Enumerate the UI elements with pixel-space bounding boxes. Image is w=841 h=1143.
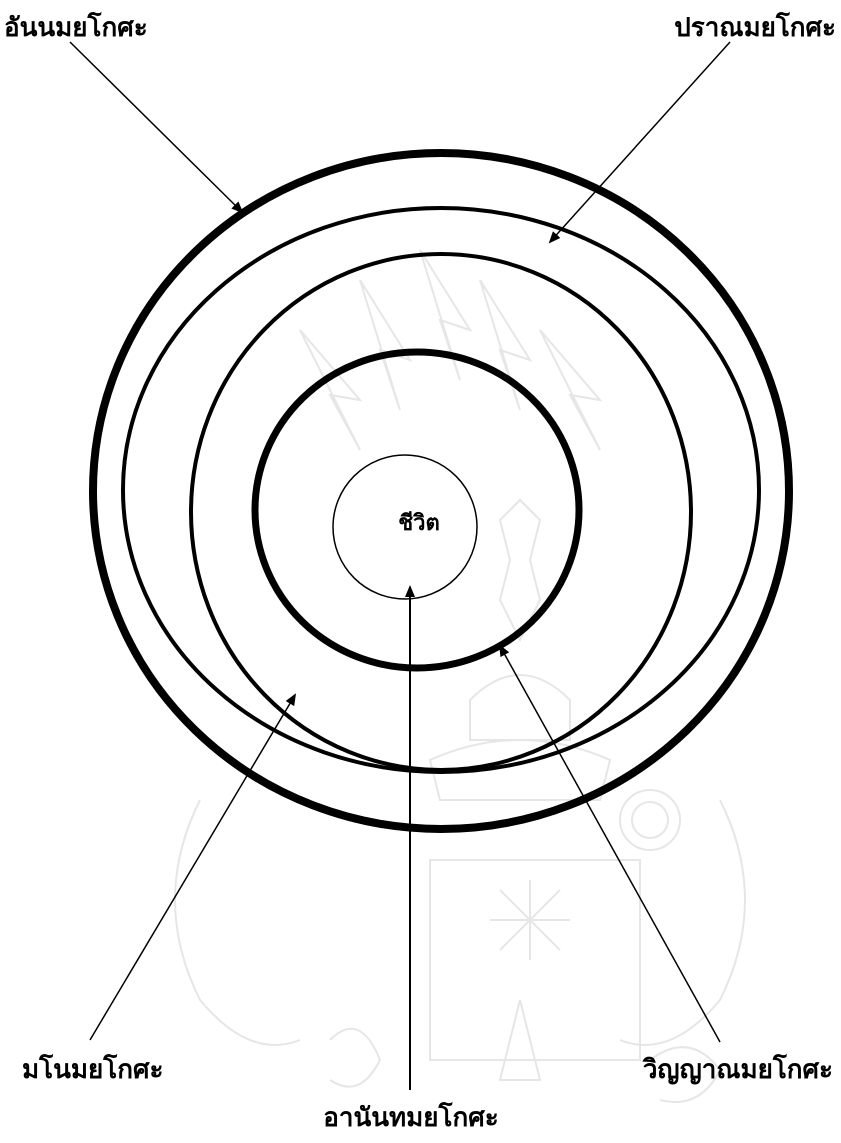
vijnanamaya-label: วิญญาณมยโกศะ	[642, 1053, 833, 1085]
center-label: ชีวิต	[398, 510, 440, 536]
pranamaya-ring	[123, 208, 759, 772]
annamaya-arrow	[70, 42, 242, 212]
manomaya-ring	[191, 254, 691, 770]
pranamaya-label: ปราณมยโกศะ	[674, 11, 836, 43]
manomaya-arrow	[90, 695, 295, 1040]
watermark-emblem	[175, 250, 745, 1102]
vijnanamaya-arrow	[500, 646, 720, 1042]
annamaya-label: อันนมยโกศะ	[4, 11, 148, 43]
anandamaya-label: อานันทมยโกศะ	[323, 1101, 498, 1133]
manomaya-label: มโนมยโกศะ	[22, 1053, 163, 1085]
